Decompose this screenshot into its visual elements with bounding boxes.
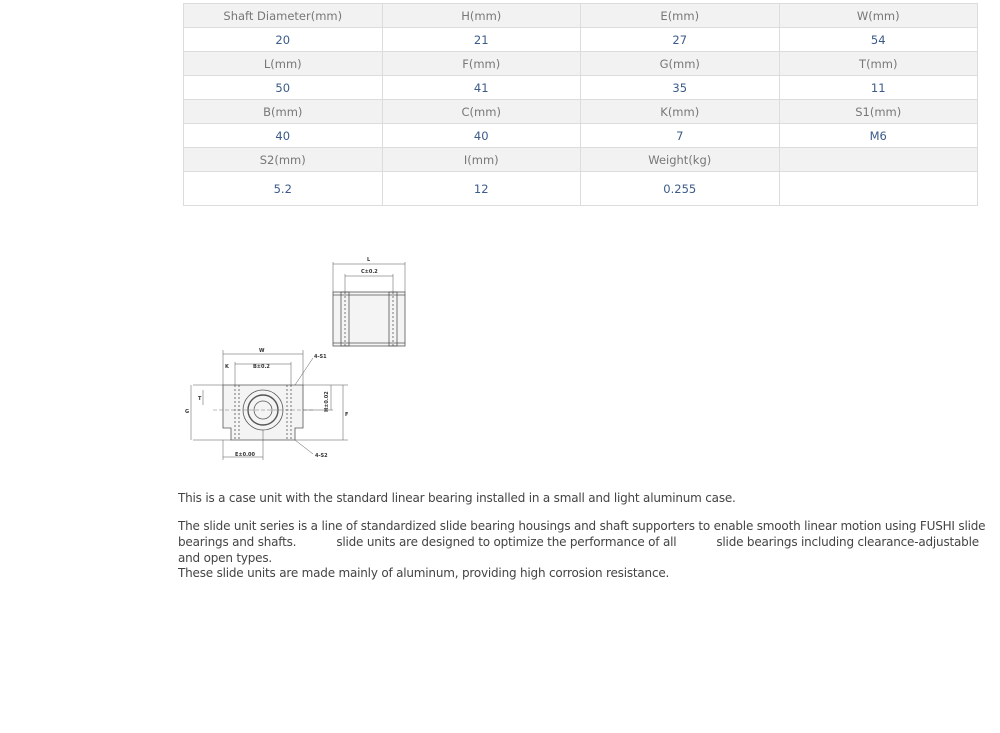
spec-header-row: Shaft Diameter(mm)H(mm)E(mm)W(mm) [183,3,978,28]
dim-K-label: K [225,364,230,370]
dim-H-label: H±0.02 [324,391,330,412]
p2-part-a: The slide unit series is a line of stand… [178,519,986,549]
spec-header-cell: E(mm) [580,3,780,28]
spec-value-cell: 7 [580,123,780,148]
spec-value-cell: 40 [381,123,581,148]
p2-part-c: slide bearings including clearance-adjus… [178,535,979,565]
spec-value-cell: 21 [381,27,581,52]
spec-header-row: S2(mm)I(mm)Weight(kg) [183,147,978,172]
dim-G-label: G [185,409,189,415]
spec-value-cell [778,171,978,206]
spec-value-cell: 50 [183,75,383,100]
spec-value-cell: 5.2 [183,171,383,206]
spec-header-row: B(mm)C(mm)K(mm)S1(mm) [183,99,978,124]
spec-header-cell: T(mm) [778,51,978,76]
spec-value-cell: 0.255 [580,171,780,206]
description-paragraph-1: This is a case unit with the standard li… [178,491,736,505]
dim-T-label: T [198,396,202,402]
dim-F-label: F [345,412,348,418]
p2-part-b: slide units are designed to optimize the… [336,535,677,549]
spec-value-cell: 12 [381,171,581,206]
spec-header-cell: Weight(kg) [580,147,780,172]
spec-header-cell: G(mm) [580,51,780,76]
spec-value-cell: 27 [580,27,780,52]
dim-4S1-label: 4-S1 [314,354,327,360]
spec-header-cell: K(mm) [580,99,780,124]
technical-drawing: L C±0.2 W B±0.2 K 4-S1 G T H± [185,257,406,460]
dim-4S2-label: 4-S2 [315,453,328,459]
dim-E-label: E±0.00 [235,452,255,458]
spec-header-cell: W(mm) [778,3,978,28]
spec-header-cell [778,147,978,172]
spec-value-cell: 20 [183,27,383,52]
spec-header-cell: S1(mm) [778,99,978,124]
spec-header-cell: B(mm) [183,99,383,124]
spec-value-cell: M6 [778,123,978,148]
description-paragraph-2: The slide unit series is a line of stand… [178,518,1000,566]
spec-header-cell: C(mm) [381,99,581,124]
spec-value-cell: 35 [580,75,780,100]
top-view [332,262,406,347]
spec-header-cell: S2(mm) [183,147,383,172]
spec-value-cell: 41 [381,75,581,100]
dim-W-label: W [259,348,265,354]
spec-header-cell: I(mm) [381,147,581,172]
dim-B-label: B±0.2 [253,364,270,370]
spec-header-row: L(mm)F(mm)G(mm)T(mm) [183,51,978,76]
front-view [190,350,348,460]
spec-value-cell: 54 [778,27,978,52]
dim-L-label: L [367,257,371,263]
spec-header-cell: L(mm) [183,51,383,76]
spec-value-cell: 40 [183,123,383,148]
spec-value-cell: 11 [778,75,978,100]
description-paragraph-3: These slide units are made mainly of alu… [178,566,670,580]
spec-header-cell: H(mm) [381,3,581,28]
spec-header-cell: Shaft Diameter(mm) [183,3,383,28]
spec-header-cell: F(mm) [381,51,581,76]
dim-C-label: C±0.2 [361,269,378,275]
